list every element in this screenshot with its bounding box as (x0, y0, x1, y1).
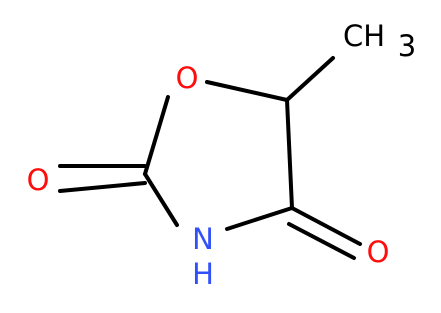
ring-oxygen-label: O (176, 61, 199, 95)
bond-c2-to-ring-o (143, 95, 170, 176)
bond-c2-carbonyl-b (58, 181, 147, 193)
carbonyl-oxygen-right-label: O (367, 235, 390, 269)
bond-c4-to-n (225, 206, 294, 231)
bond-n-to-c2 (143, 172, 179, 227)
bond-c4-carbonyl-b (287, 222, 356, 260)
bond-ring-o-to-c5 (205, 80, 289, 102)
hydrogen-label: H (192, 257, 214, 291)
bond-c5-to-methyl (285, 56, 335, 102)
carbonyl-oxygen-left-label: O (27, 163, 50, 197)
methyl-label: CH (343, 19, 385, 53)
methyl-subscript: 3 (398, 29, 416, 63)
bond-c4-carbonyl-a (290, 206, 362, 246)
nitrogen-label: N (192, 222, 214, 256)
bond-c5-to-c4 (285, 98, 294, 210)
